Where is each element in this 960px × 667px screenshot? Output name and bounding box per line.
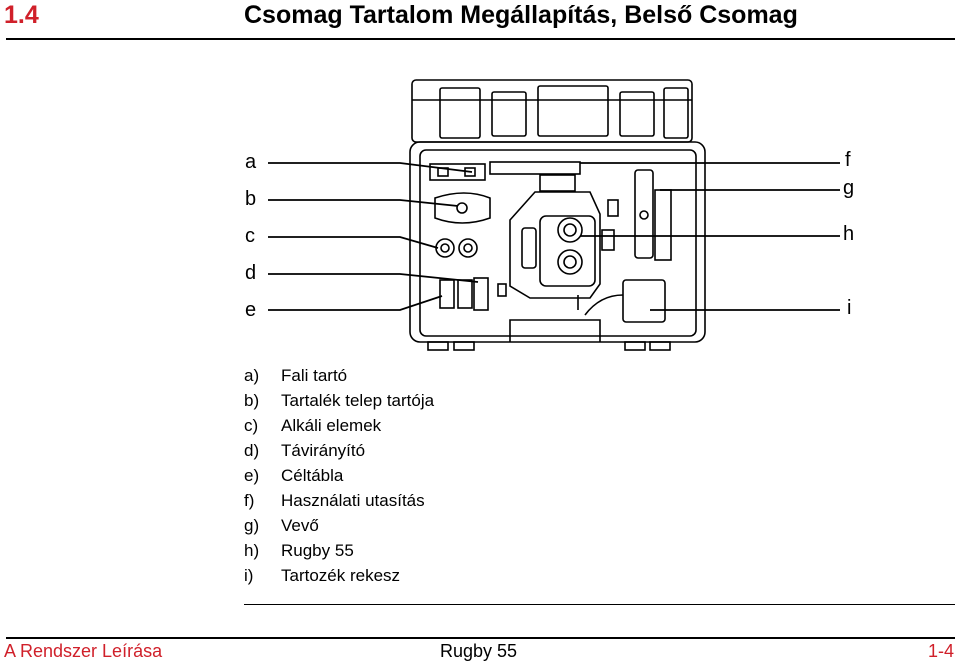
page-title: Csomag Tartalom Megállapítás, Belső Csom… (244, 1, 798, 29)
footer-divider (6, 637, 955, 639)
legend-text: Vevő (281, 516, 319, 535)
legend-key: h) (244, 541, 260, 560)
legend-item: h) Rugby 55 (244, 538, 434, 563)
legend-item: g) Vevő (244, 513, 434, 538)
legend-key: e) (244, 466, 260, 485)
legend-item: e) Céltábla (244, 463, 434, 488)
legend-item: f) Használati utasítás (244, 488, 434, 513)
page-number: 1-4 (927, 641, 954, 661)
legend-item: c) Alkáli elemek (244, 413, 434, 438)
legend-text: Használati utasítás (281, 491, 425, 510)
legend-key: f) (244, 491, 255, 510)
legend-text: Távirányító (281, 441, 366, 460)
callout-h: h (843, 223, 855, 245)
legend-text: Tartozék rekesz (281, 566, 401, 585)
legend-key: b) (244, 391, 260, 410)
legend-key: g) (244, 516, 260, 535)
callout-a: a (245, 151, 257, 173)
legend-key: i) (244, 566, 254, 585)
legend-text: Céltábla (281, 466, 344, 485)
battery-holder (434, 192, 491, 224)
callout-i: i (847, 297, 852, 319)
legend-key: a) (244, 366, 260, 385)
section-number: 1.4 (4, 1, 39, 29)
footer-product: Rugby 55 (440, 641, 518, 661)
legend-item: i) Tartozék rekesz (244, 563, 434, 588)
legend-text: Alkáli elemek (281, 416, 382, 435)
legend-text: Rugby 55 (281, 541, 354, 560)
accessory-compartment (584, 279, 666, 323)
legend-list: a) Fali tartó b) Tartalék telep tartója c)… (244, 363, 434, 588)
legend-key: d) (244, 441, 260, 460)
legend-item: a) Fali tartó (244, 363, 434, 388)
case-lid (411, 79, 693, 143)
legend-text: Fali tartó (281, 366, 348, 385)
legend-key: c) (244, 416, 259, 435)
rugby-55-instrument (509, 191, 601, 310)
callout-e: e (245, 299, 257, 321)
legend-item: d) Távirányító (244, 438, 434, 463)
target-plate (473, 277, 507, 311)
legend-item: b) Tartalék telep tartója (244, 388, 434, 413)
callout-b: b (245, 188, 257, 210)
case-contents-diagram (268, 79, 840, 351)
callout-c: c (245, 225, 255, 247)
leader-lines-right (580, 162, 840, 311)
callout-f: f (845, 149, 851, 171)
remote-control (439, 279, 473, 309)
title-divider (6, 38, 955, 40)
leader-lines-left (268, 162, 479, 311)
receiver (601, 169, 672, 261)
wall-mount (429, 161, 581, 192)
footer-chapter: A Rendszer Leírása (4, 641, 163, 661)
callout-d: d (245, 262, 257, 284)
alkaline-batteries (435, 238, 478, 258)
legend-text: Tartalék telep tartója (281, 391, 435, 410)
callout-g: g (843, 177, 855, 199)
legend-divider (244, 604, 955, 605)
